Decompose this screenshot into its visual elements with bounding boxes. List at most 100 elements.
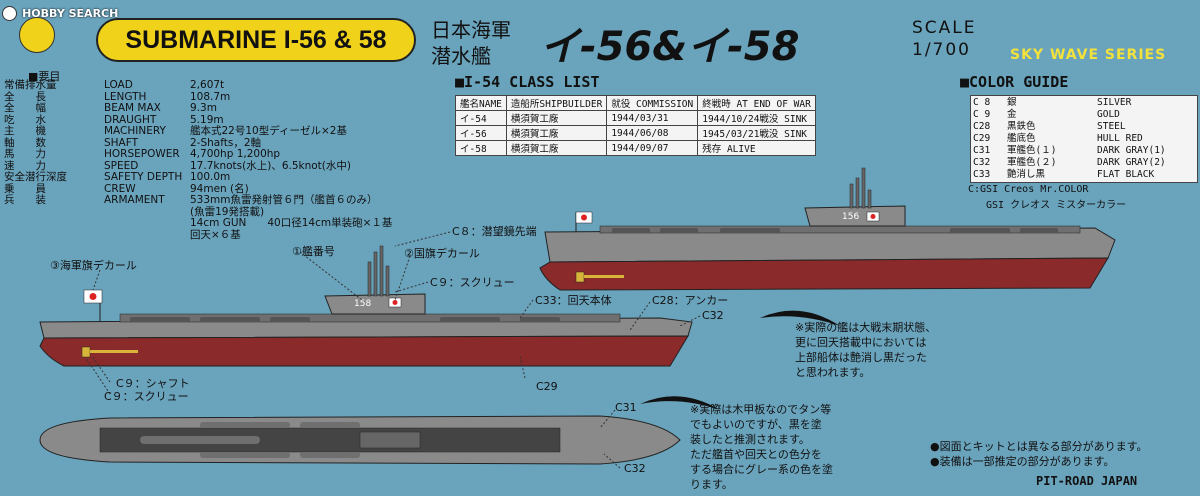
footer-note-1: ●図面とキットとは異なる部分があります。 [930, 440, 1148, 453]
spec-val: 回天×６基 [190, 228, 241, 241]
color-guide-note-2: GSI クレオス ミスターカラー [986, 200, 1127, 211]
color-jp: 銀 [1007, 97, 1017, 108]
callout-c28: C28：アンカー [652, 294, 729, 307]
class-list-table: 艦名NAME 造船所SHIPBUILDER 就役 COMMISSION 終戦時 … [455, 95, 816, 156]
spec-val: (魚雷19発搭載) [190, 205, 265, 218]
note-line: する場合にグレー系の色を塗 [690, 463, 833, 476]
spec-val: 14cm GUN 40口径14cm単装砲×１基 [190, 217, 393, 229]
footer-note-2: ●装備は一部推定の部分があります。 [930, 455, 1115, 468]
spec-en: LENGTH [104, 90, 147, 103]
spec-en: LOAD [104, 79, 133, 91]
spec-val: 100.0m [190, 171, 231, 183]
cell-shipbuilder: 横須賀工廠 [505, 140, 608, 156]
color-en: GOLD [1097, 109, 1120, 120]
spec-en: SHAFT [104, 136, 139, 149]
color-guide-title: ■COLOR GUIDE [960, 73, 1069, 91]
color-code: C 9 [973, 109, 991, 120]
callout-c33: C33：回天本体 [535, 294, 612, 307]
spec-val: 4,700hp 1,200hp [190, 148, 281, 160]
color-code: C33 [973, 169, 991, 180]
spec-jp: 安全潜行深度 [4, 171, 67, 183]
table-row: (魚雷19発搭載) [4, 205, 424, 219]
color-en: SILVER [1097, 97, 1132, 108]
list-item: C28 黒鉄色 STEEL [973, 121, 1195, 132]
spec-jp: 主 機 [4, 125, 46, 137]
jp-submarine-label: 潜水艦 [431, 44, 491, 68]
i58-hull-number: 158 [354, 299, 371, 309]
note-line: ※実際は木甲板なのでタン等 [690, 403, 832, 416]
callout-c9-screw-top: C９：スクリュー [430, 276, 515, 289]
title-badge: SUBMARINE I-56 & 58 [96, 18, 416, 62]
cell-end-of-war: 残存 ALIVE [697, 140, 816, 156]
spec-en: BEAM MAX [104, 102, 161, 114]
specs-title: ■要目 [28, 70, 61, 83]
spec-jp: 軸 数 [4, 136, 46, 149]
callout-c9-shaft: C９：シャフト [116, 377, 190, 390]
jp-navy-label: 日本海軍 [431, 18, 511, 42]
table-row: イ-58 横須賀工廠 1944/09/07 残存 ALIVE [455, 140, 816, 156]
note-line: ただ艦首や回天との色分を [690, 448, 822, 461]
callout-c8-periscope: C８：潜望鏡先端 [452, 225, 537, 238]
class-list-header: 艦名NAME 造船所SHIPBUILDER 就役 COMMISSION 終戦時 … [455, 95, 816, 111]
callout-c31: C31 [615, 401, 637, 414]
spec-en: DRAUGHT [104, 113, 157, 126]
spec-val: 5.19m [190, 113, 224, 126]
spec-en: CREW [104, 182, 136, 195]
color-code: C28 [973, 121, 991, 132]
color-jp: 金 [1007, 109, 1017, 120]
color-jp: 艦底色 [1007, 133, 1036, 144]
spec-val: 94men (名) [190, 182, 249, 195]
note-line: 装したと推測されます。 [690, 433, 810, 446]
deck-color-note: ※実際は木甲板なのでタン等でもよいのですが、黒を塗装したと推測されます。ただ艦首… [690, 402, 833, 492]
color-jp: 黒鉄色 [1007, 121, 1036, 132]
spec-en: HORSEPOWER [104, 148, 180, 160]
spec-val: 9.3m [190, 102, 217, 114]
table-row: 14cm GUN 40口径14cm単装砲×１基 [4, 217, 424, 230]
color-guide-note-1: C:GSI Creos Mr.COLOR [968, 184, 1089, 195]
list-item: C 8 銀 SILVER [973, 97, 1195, 108]
cell-name: イ-58 [455, 140, 507, 156]
table-row: イ-54 横須賀工廠 1944/03/31 1944/10/24戦没 SINK [455, 110, 816, 126]
table-row: 馬 力 HORSEPOWER 4,700hp 1,200hp [4, 148, 424, 161]
jp-ship-names: イ-56&イ-58 [540, 24, 800, 70]
color-code: C31 [973, 145, 991, 156]
color-en: DARK GRAY(1) [1097, 145, 1166, 156]
series-name: SKY WAVE SERIES [1010, 47, 1167, 63]
spec-val: 108.7m [190, 90, 231, 103]
callout-navy-flag: ③海軍旗デカール [50, 259, 137, 272]
note-line: ※実際の艦は大戦末期状態、 [795, 321, 937, 334]
color-code: C 8 [973, 97, 991, 108]
table-row: 全 長 LENGTH 108.7m [4, 90, 424, 104]
callout-c9-screw-bottom: C９：スクリュー [104, 390, 189, 403]
color-jp: 軍艦色(２) [1007, 157, 1057, 168]
color-code: C29 [973, 133, 991, 144]
color-en: STEEL [1097, 121, 1126, 132]
deck-top-view [39, 415, 681, 465]
table-row: 回天×６基 [4, 228, 424, 242]
class-list-title: ■I-54 CLASS LIST [455, 73, 600, 91]
hull-color-note: ※実際の艦は大戦末期状態、更に回天搭載中においては上部船体は艶消し黒だったと思わ… [795, 320, 936, 380]
spec-jp: 乗 員 [4, 182, 46, 195]
note-line: 上部船体は艶消し黒だった [795, 351, 927, 364]
spec-jp: 馬 力 [4, 148, 46, 160]
color-en: FLAT BLACK [1097, 169, 1155, 180]
logo-icon [2, 6, 17, 21]
callout-c32-side: C32 [702, 309, 724, 322]
callout-hull-number: ①艦番号 [292, 245, 335, 258]
spec-jp: 全 長 [4, 90, 46, 103]
scale-value: 1/700 [912, 40, 971, 60]
table-row: 乗 員 CREW 94men (名) [4, 182, 424, 196]
spec-val: 17.7knots(水上)、6.5knot(水中) [190, 159, 351, 172]
spec-val: 艦本式22号10型ディーゼル×2基 [190, 125, 347, 137]
